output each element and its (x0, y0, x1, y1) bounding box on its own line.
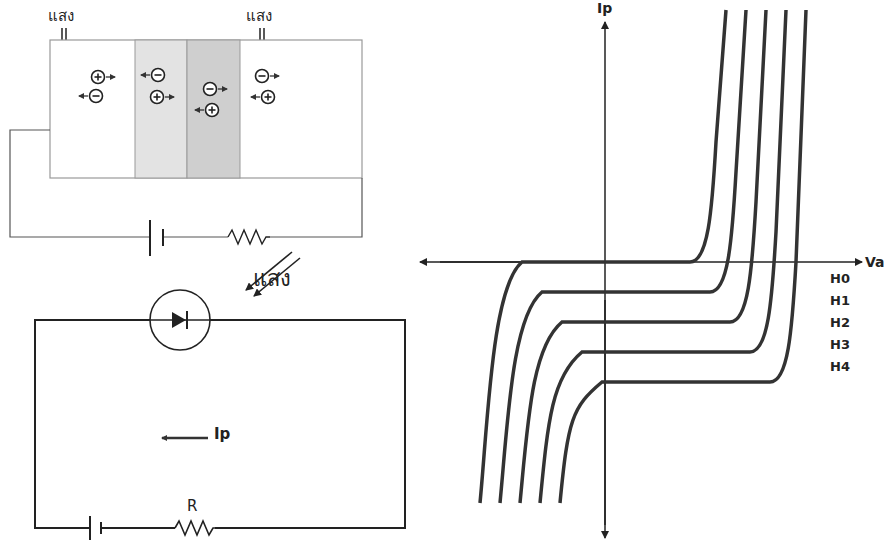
drift-arrow (165, 96, 174, 97)
light-arrows (246, 252, 300, 296)
light-label: แสง (246, 8, 272, 25)
charge-circle (262, 91, 275, 104)
charge-circle (151, 91, 164, 104)
charge-sign (207, 88, 214, 90)
axis-label: Va (865, 254, 885, 270)
photodiode-symbol (150, 290, 210, 350)
iv-curves (480, 10, 806, 503)
battery-symbol (150, 220, 163, 256)
drift-arrow (251, 96, 260, 97)
charge-carrier (92, 71, 116, 84)
charge-carrier (204, 83, 228, 96)
pn-junction-block (50, 40, 362, 178)
charge-carrier (151, 91, 175, 104)
resistor-symbol (228, 230, 270, 244)
battery-symbol (90, 516, 101, 540)
charge-carrier (141, 69, 165, 82)
charge-carrier (79, 90, 103, 103)
curve-label: H4 (830, 360, 850, 375)
drift-arrow (195, 109, 204, 110)
current-arrow (162, 437, 208, 440)
charge-sign (93, 95, 100, 97)
charge-sign (97, 74, 99, 81)
charge-carrier (256, 70, 280, 83)
charge-circle (256, 70, 269, 83)
charge-sign (156, 94, 158, 101)
drift-arrow (106, 76, 115, 77)
iv-curve (540, 10, 786, 503)
drift-arrow (79, 95, 88, 96)
charge-circle (92, 71, 105, 84)
charge-circle (204, 83, 217, 96)
drift-arrow (141, 74, 150, 75)
light-label: แสง (253, 266, 291, 291)
bottom-circuit-wire (35, 320, 405, 528)
charge-carrier (251, 91, 275, 104)
light-label: แสง (48, 8, 74, 25)
drift-arrow (270, 75, 279, 76)
iv-curve (520, 10, 766, 503)
iv-curve (480, 10, 726, 503)
charge-carrier (195, 104, 219, 117)
charge-carriers (79, 69, 279, 117)
drift-arrow (218, 88, 227, 89)
iv-curve (560, 10, 806, 503)
resistor-symbol (175, 521, 215, 535)
axis-label: Ip (597, 0, 612, 16)
curve-label: H0 (830, 272, 850, 287)
curve-label: H3 (830, 338, 850, 353)
top-circuit-wire (10, 130, 362, 237)
curve-label: H1 (830, 294, 850, 309)
charge-circle (90, 90, 103, 103)
charge-sign (267, 94, 269, 101)
charge-sign (211, 107, 213, 114)
charge-sign (259, 75, 266, 77)
charge-sign (155, 74, 162, 76)
charge-circle (206, 104, 219, 117)
curve-label: H2 (830, 316, 850, 331)
current-label: Ip (214, 426, 230, 443)
resistor-label: R (187, 498, 197, 515)
iv-curve (500, 10, 746, 503)
charge-circle (152, 69, 165, 82)
